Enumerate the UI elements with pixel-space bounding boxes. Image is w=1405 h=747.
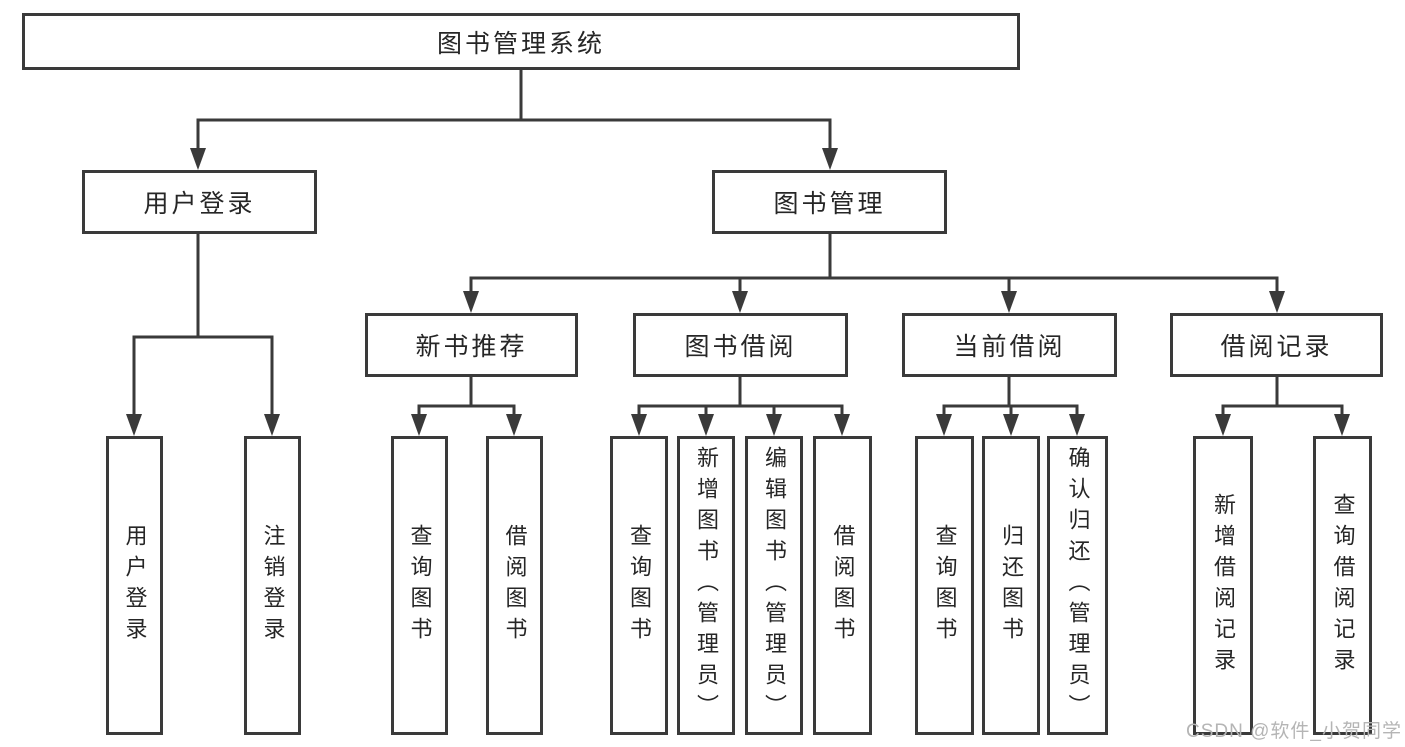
- leaf-add-book-admin: 新增图书（管理员）: [677, 436, 735, 735]
- leaf-query-book-1: 查询图书: [391, 436, 448, 735]
- connector-borrowrecords-to-leaves: [1215, 377, 1350, 436]
- leaf-confirm-return-admin: 确认归还（管理员）: [1047, 436, 1108, 735]
- connector-newbookrec-to-leaves: [411, 377, 522, 436]
- leaf-add-borrow-record: 新增借阅记录: [1193, 436, 1253, 735]
- leaf-user-login-label: 用户登录: [122, 523, 148, 648]
- node-book-management: 图书管理: [712, 170, 947, 234]
- node-root-system: 图书管理系统: [22, 13, 1020, 70]
- leaf-query-book-3-label: 查询图书: [932, 523, 958, 648]
- node-current-borrow: 当前借阅: [902, 313, 1117, 377]
- connector-currentborrow-to-leaves: [936, 377, 1085, 436]
- leaf-edit-book-admin: 编辑图书（管理员）: [745, 436, 803, 735]
- leaf-add-book-admin-label: 新增图书（管理员）: [694, 446, 719, 725]
- connector-bookborrow-to-leaves: [631, 377, 850, 436]
- leaf-logout: 注销登录: [244, 436, 301, 735]
- leaf-query-book-3: 查询图书: [915, 436, 974, 735]
- leaf-query-borrow-record: 查询借阅记录: [1313, 436, 1372, 735]
- connector-bookmgmt-to-level3: [463, 234, 1285, 313]
- csdn-watermark: CSDN @软件_小贺同学: [1186, 721, 1402, 742]
- node-new-book-recommend: 新书推荐: [365, 313, 578, 377]
- connector-root-to-level2: [190, 70, 838, 170]
- node-borrow-records: 借阅记录: [1170, 313, 1383, 377]
- leaf-edit-book-admin-label: 编辑图书（管理员）: [762, 446, 787, 725]
- leaf-add-borrow-record-label: 新增借阅记录: [1211, 492, 1236, 679]
- leaf-logout-label: 注销登录: [260, 523, 286, 648]
- leaf-user-login: 用户登录: [106, 436, 163, 735]
- leaf-borrow-book-1: 借阅图书: [486, 436, 543, 735]
- connector-userlogin-to-leaves: [126, 234, 280, 436]
- leaf-return-book-label: 归还图书: [999, 523, 1024, 648]
- leaf-confirm-return-admin-label: 确认归还（管理员）: [1065, 446, 1091, 725]
- leaf-query-borrow-record-label: 查询借阅记录: [1330, 492, 1356, 679]
- leaf-query-book-2: 查询图书: [610, 436, 668, 735]
- leaf-query-book-2-label: 查询图书: [627, 523, 652, 648]
- node-book-borrow: 图书借阅: [633, 313, 848, 377]
- leaf-return-book: 归还图书: [982, 436, 1040, 735]
- leaf-borrow-book-1-label: 借阅图书: [502, 523, 528, 648]
- leaf-borrow-book-2: 借阅图书: [813, 436, 872, 735]
- node-user-login: 用户登录: [82, 170, 317, 234]
- leaf-query-book-1-label: 查询图书: [407, 523, 433, 648]
- leaf-borrow-book-2-label: 借阅图书: [830, 523, 856, 648]
